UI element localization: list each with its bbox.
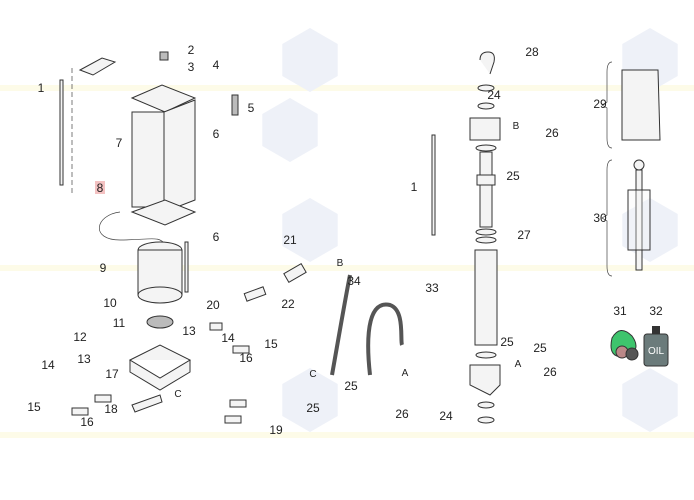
part-label[interactable]: 33	[425, 281, 439, 295]
part-label[interactable]: 8	[97, 181, 104, 195]
part-label[interactable]: 25	[306, 401, 320, 415]
part-label[interactable]: 13	[77, 352, 91, 366]
watermark-hexagon	[282, 198, 338, 262]
part-label[interactable]: 26	[545, 126, 559, 140]
part-label[interactable]: 30	[593, 211, 607, 225]
part-label[interactable]: 18	[104, 402, 118, 416]
bracket	[78, 57, 117, 76]
part-label[interactable]: 16	[80, 415, 94, 429]
part-label[interactable]: 1	[38, 81, 45, 95]
complete-tank-29	[601, 61, 661, 149]
gasket-kit-31	[610, 330, 639, 361]
fittings	[71, 262, 307, 424]
motor	[137, 241, 189, 304]
part-label[interactable]: 3	[188, 60, 195, 74]
highlight-marker	[95, 181, 105, 194]
part-label[interactable]: 31	[613, 304, 627, 318]
part-label[interactable]: 7	[116, 136, 123, 150]
hose-33	[366, 302, 404, 376]
part-label[interactable]: 21	[283, 233, 297, 247]
oil-tank	[130, 51, 239, 226]
part-label[interactable]: 17	[105, 367, 119, 381]
watermark	[0, 28, 694, 438]
cable	[99, 211, 166, 246]
tie-rod	[59, 68, 73, 195]
watermark-hexagon	[282, 368, 338, 432]
part-label[interactable]: 11	[113, 316, 126, 330]
cylinder	[431, 51, 501, 424]
part-label[interactable]: 15	[264, 337, 278, 351]
plate	[131, 394, 163, 413]
part-label[interactable]: 2	[188, 43, 195, 57]
part-label[interactable]: 28	[525, 45, 539, 59]
part-label[interactable]: 14	[41, 358, 55, 372]
part-label[interactable]: 29	[593, 97, 607, 111]
part-label[interactable]: 25	[500, 335, 514, 349]
part-label[interactable]: 24	[487, 88, 501, 102]
part-label[interactable]: 27	[517, 228, 531, 242]
part-label[interactable]: A	[515, 359, 522, 370]
part-label[interactable]: 1	[411, 180, 418, 194]
part-label[interactable]: 25	[506, 169, 520, 183]
part-label[interactable]: 24	[439, 409, 453, 423]
part-label[interactable]: A	[402, 368, 409, 379]
complete-cylinder-30	[601, 159, 651, 277]
part-label[interactable]: B	[337, 258, 344, 269]
part-label[interactable]: 25	[533, 341, 547, 355]
part-label[interactable]: 26	[395, 407, 409, 421]
part-label[interactable]: 34	[347, 274, 361, 288]
part-label[interactable]: B	[513, 121, 520, 132]
watermark-hexagon	[622, 368, 678, 432]
part-label[interactable]: 12	[73, 330, 87, 344]
part-label[interactable]: 26	[543, 365, 557, 379]
part-label[interactable]: 25	[344, 379, 358, 393]
hose-34	[330, 274, 352, 376]
part-label[interactable]: C	[174, 389, 181, 400]
part-label[interactable]: 22	[281, 297, 295, 311]
part-label[interactable]: 19	[269, 423, 283, 437]
oil-bottle-32: OIL	[643, 326, 669, 367]
part-label[interactable]: 6	[213, 230, 220, 244]
part-label[interactable]: 13	[182, 324, 196, 338]
valve-block	[128, 344, 192, 391]
part-label[interactable]: 5	[248, 101, 255, 115]
part-label[interactable]: 4	[213, 58, 220, 72]
part-label[interactable]: 9	[100, 261, 107, 275]
part-label[interactable]: 10	[103, 296, 117, 310]
oil-label: OIL	[648, 346, 665, 357]
part-label[interactable]: 32	[649, 304, 663, 318]
watermark-hexagon	[262, 98, 318, 162]
part-label[interactable]: 20	[206, 298, 220, 312]
part-label[interactable]: C	[309, 369, 316, 380]
watermark-hexagon	[282, 28, 338, 92]
part-label[interactable]: 16	[239, 351, 253, 365]
part-label[interactable]: 6	[213, 127, 220, 141]
part-label[interactable]: 14	[221, 331, 235, 345]
part-label[interactable]: 15	[27, 400, 41, 414]
pump	[146, 315, 174, 329]
